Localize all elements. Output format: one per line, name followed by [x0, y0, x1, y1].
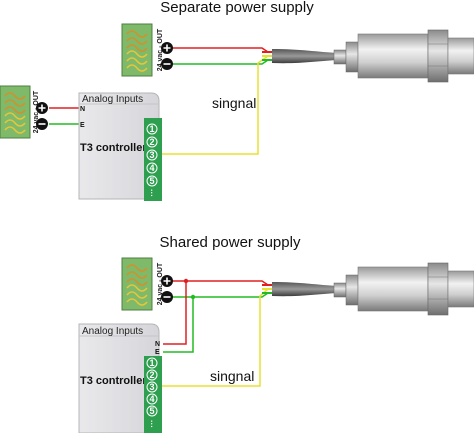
t3-controller: Analog Inputs N E T3 controller 1 2 3 4 …: [78, 92, 162, 201]
terminal-4: 4: [146, 162, 158, 174]
terminal-5: 5: [146, 405, 158, 417]
green-wire: [167, 292, 269, 298]
terminal-4: 4: [146, 393, 158, 405]
terminal-e-label: E: [155, 349, 160, 356]
svg-text:3: 3: [149, 382, 154, 392]
controller-name: T3 controller: [80, 142, 147, 154]
svg-text:2: 2: [149, 137, 154, 147]
svg-text:5: 5: [149, 406, 154, 416]
shared-supply-section: Shared power supply 24 vac - OUT: [78, 234, 474, 433]
pressure-sensor-icon: [272, 262, 474, 316]
separate-supply-section: Separate power supply 24 vac - OUT: [0, 0, 474, 201]
svg-text:···: ···: [147, 420, 156, 428]
green-junction: [190, 294, 196, 300]
svg-text:4: 4: [149, 163, 154, 173]
terminal-e-label: E: [80, 122, 85, 129]
controller-e-wire: [163, 297, 194, 353]
svg-text:···: ···: [147, 189, 156, 197]
red-junction: [183, 278, 189, 284]
svg-text:1: 1: [149, 124, 154, 134]
section-title: Separate power supply: [160, 0, 314, 16]
section-title: Shared power supply: [160, 234, 301, 251]
terminal-n-label: N: [155, 341, 160, 348]
green-wire: [167, 59, 269, 65]
svg-text:2: 2: [149, 370, 154, 380]
transformer-icon: 24 vac - OUT: [121, 257, 173, 311]
controller-header: Analog Inputs: [82, 94, 143, 105]
controller-header: Analog Inputs: [82, 326, 143, 337]
transformer-label: 24 vac - OUT: [157, 28, 164, 71]
wires: [49, 47, 272, 155]
terminal-3: 3: [146, 149, 158, 161]
wires: [162, 278, 272, 387]
controller-name: T3 controller: [80, 375, 147, 387]
terminal-1: 1: [146, 357, 158, 369]
terminal-2: 2: [146, 136, 158, 148]
red-wire: [167, 47, 269, 53]
controller-n-wire: [163, 281, 187, 345]
transformer-label: 24 vac - OUT: [33, 90, 40, 133]
transformer-icon: 24 vac - OUT: [121, 23, 173, 77]
terminal-2: 2: [146, 369, 158, 381]
signal-label: singnal: [212, 95, 256, 111]
pressure-sensor-icon: [272, 29, 474, 83]
svg-text:3: 3: [149, 150, 154, 160]
terminal-n-label: N: [80, 106, 85, 113]
red-wire: [167, 280, 269, 286]
terminal-5: 5: [146, 175, 158, 187]
t3-controller: Analog Inputs N E T3 controller 1 2 3 4 …: [78, 323, 162, 433]
signal-label: singnal: [210, 368, 254, 384]
terminal-3: 3: [146, 381, 158, 393]
transformer-label: 24 vac - OUT: [157, 262, 164, 305]
transformer-icon: 24 vac - OUT: [0, 85, 48, 139]
svg-text:5: 5: [149, 176, 154, 186]
svg-text:1: 1: [149, 358, 154, 368]
svg-text:4: 4: [149, 394, 154, 404]
terminal-1: 1: [146, 123, 158, 135]
